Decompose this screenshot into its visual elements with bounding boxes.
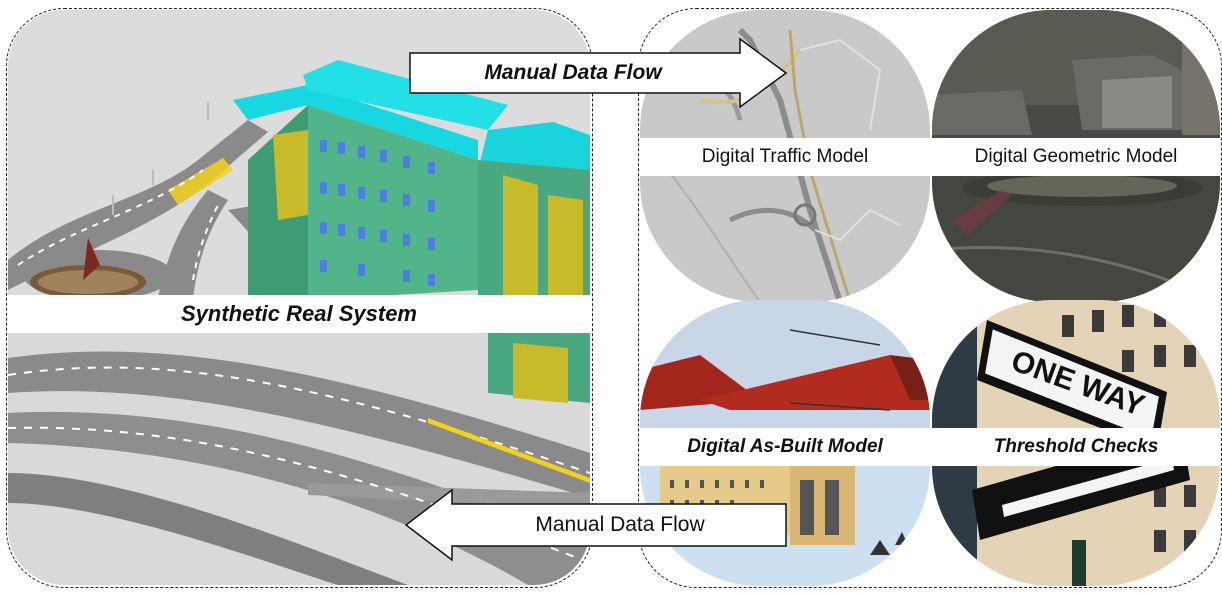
synthetic-real-system-label: Synthetic Real System xyxy=(8,295,590,333)
top-data-flow-label: Manual Data Flow xyxy=(484,61,662,84)
threshold-checks-label: Threshold Checks xyxy=(932,428,1220,466)
geometric-model-panel: Digital Geometric Model xyxy=(932,10,1220,302)
asbuilt-model-label: Digital As-Built Model xyxy=(640,428,930,466)
threshold-checks-panel: ONE WAY Threshold Checks xyxy=(932,300,1220,586)
right-arrow-icon xyxy=(409,37,788,109)
bottom-data-flow-arrow: Manual Data Flow xyxy=(404,488,788,562)
bottom-data-flow-label: Manual Data Flow xyxy=(535,513,705,536)
top-data-flow-arrow: Manual Data Flow xyxy=(408,37,788,109)
left-system-frame xyxy=(6,8,593,588)
geometric-model-label: Digital Geometric Model xyxy=(932,138,1220,176)
synthetic-city-scene xyxy=(8,10,590,298)
left-system-panel: Synthetic Real System xyxy=(8,10,590,585)
traffic-model-label: Digital Traffic Model xyxy=(640,138,930,176)
left-arrow-icon xyxy=(404,488,787,562)
